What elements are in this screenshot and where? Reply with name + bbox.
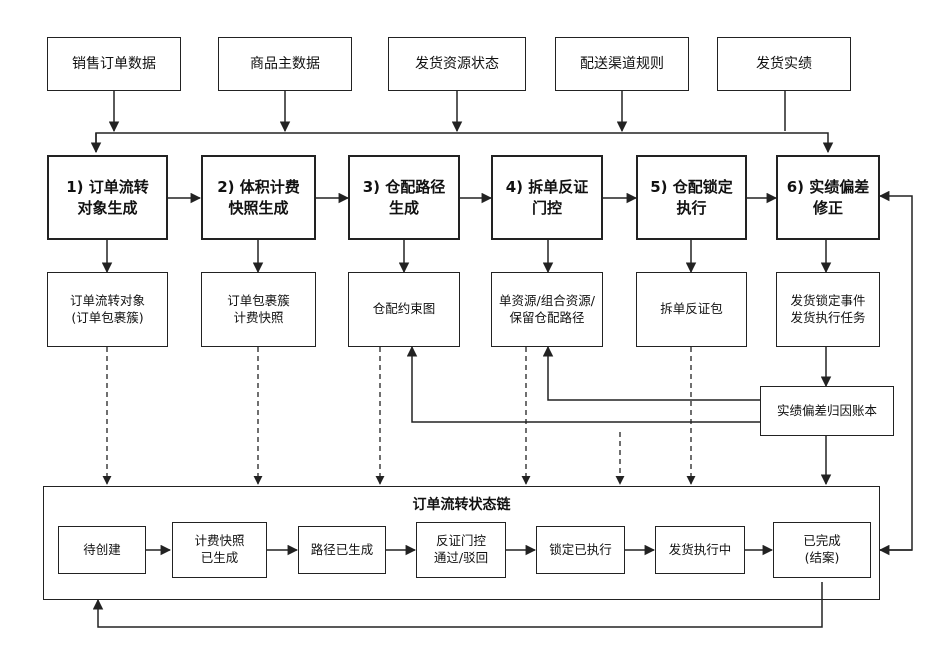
process-6: 6) 实绩偏差修正 bbox=[776, 155, 880, 240]
state-shipping-in-progress: 发货执行中 bbox=[655, 526, 745, 574]
input-shipping-resource-status: 发货资源状态 bbox=[388, 37, 526, 91]
output-label: 仓配约束图 bbox=[373, 301, 436, 318]
state-chain-title: 订单流转状态链 bbox=[43, 494, 880, 514]
process-3: 3) 仓配路径生成 bbox=[348, 155, 460, 240]
state-label: 已生成 bbox=[201, 550, 239, 567]
state-lock-executed: 锁定已执行 bbox=[536, 526, 625, 574]
state-pending-create: 待创建 bbox=[58, 526, 146, 574]
output-label: (订单包裹簇) bbox=[71, 310, 143, 327]
state-refutation-gate: 反证门控通过/驳回 bbox=[416, 522, 506, 578]
output-label: 单资源/组合资源/ bbox=[499, 293, 595, 310]
output-label: 保留仓配路径 bbox=[509, 310, 584, 327]
input-label: 发货资源状态 bbox=[415, 55, 499, 74]
state-label: (结案) bbox=[805, 550, 840, 567]
process-label: 门控 bbox=[532, 198, 562, 218]
state-completed: 已完成(结案) bbox=[773, 522, 871, 578]
process-2: 2) 体积计费快照生成 bbox=[201, 155, 316, 240]
process-label: 1) 订单流转 bbox=[66, 177, 149, 197]
input-shipping-actuals: 发货实绩 bbox=[717, 37, 851, 91]
process-label: 4) 拆单反证 bbox=[506, 177, 589, 197]
output-label: 计费快照 bbox=[233, 310, 283, 327]
output-5: 拆单反证包 bbox=[636, 272, 747, 347]
input-sales-order-data: 销售订单数据 bbox=[47, 37, 181, 91]
state-billing-snapshot-generated: 计费快照已生成 bbox=[172, 522, 267, 578]
process-5: 5) 仓配锁定执行 bbox=[636, 155, 747, 240]
state-label: 通过/驳回 bbox=[434, 550, 488, 567]
state-label: 发货执行中 bbox=[669, 542, 732, 559]
process-label: 6) 实绩偏差 bbox=[787, 177, 870, 197]
process-label: 3) 仓配路径 bbox=[363, 177, 446, 197]
state-path-generated: 路径已生成 bbox=[298, 526, 386, 574]
state-label: 路径已生成 bbox=[311, 542, 374, 559]
process-4: 4) 拆单反证门控 bbox=[491, 155, 603, 240]
output-4: 单资源/组合资源/保留仓配路径 bbox=[491, 272, 603, 347]
process-label: 修正 bbox=[813, 198, 843, 218]
process-label: 生成 bbox=[389, 198, 419, 218]
process-label: 对象生成 bbox=[77, 198, 137, 218]
input-label: 销售订单数据 bbox=[72, 55, 156, 74]
input-delivery-channel-rules: 配送渠道规则 bbox=[555, 37, 689, 91]
input-product-master-data: 商品主数据 bbox=[218, 37, 352, 91]
input-label: 发货实绩 bbox=[756, 55, 812, 74]
state-label: 已完成 bbox=[803, 533, 841, 550]
deviation-attribution-ledger: 实绩偏差归因账本 bbox=[760, 386, 894, 436]
input-label: 商品主数据 bbox=[250, 55, 320, 74]
output-3: 仓配约束图 bbox=[348, 272, 460, 347]
state-label: 锁定已执行 bbox=[549, 542, 612, 559]
output-label: 拆单反证包 bbox=[660, 301, 723, 318]
process-label: 5) 仓配锁定 bbox=[650, 177, 733, 197]
input-label: 配送渠道规则 bbox=[580, 55, 664, 74]
state-label: 计费快照 bbox=[194, 533, 244, 550]
output-2: 订单包裹簇计费快照 bbox=[201, 272, 316, 347]
output-label: 订单包裹簇 bbox=[227, 293, 290, 310]
input-bus bbox=[96, 133, 828, 152]
process-label: 2) 体积计费 bbox=[217, 177, 300, 197]
ledger-label: 实绩偏差归因账本 bbox=[777, 403, 877, 420]
output-label: 发货执行任务 bbox=[790, 310, 865, 327]
output-label: 发货锁定事件 bbox=[790, 293, 865, 310]
state-label: 反证门控 bbox=[436, 533, 486, 550]
process-label: 快照生成 bbox=[228, 198, 288, 218]
state-label: 待创建 bbox=[83, 542, 121, 559]
output-1: 订单流转对象(订单包裹簇) bbox=[47, 272, 168, 347]
output-label: 订单流转对象 bbox=[70, 293, 145, 310]
process-label: 执行 bbox=[676, 198, 706, 218]
output-6: 发货锁定事件发货执行任务 bbox=[776, 272, 880, 347]
process-1: 1) 订单流转对象生成 bbox=[47, 155, 168, 240]
